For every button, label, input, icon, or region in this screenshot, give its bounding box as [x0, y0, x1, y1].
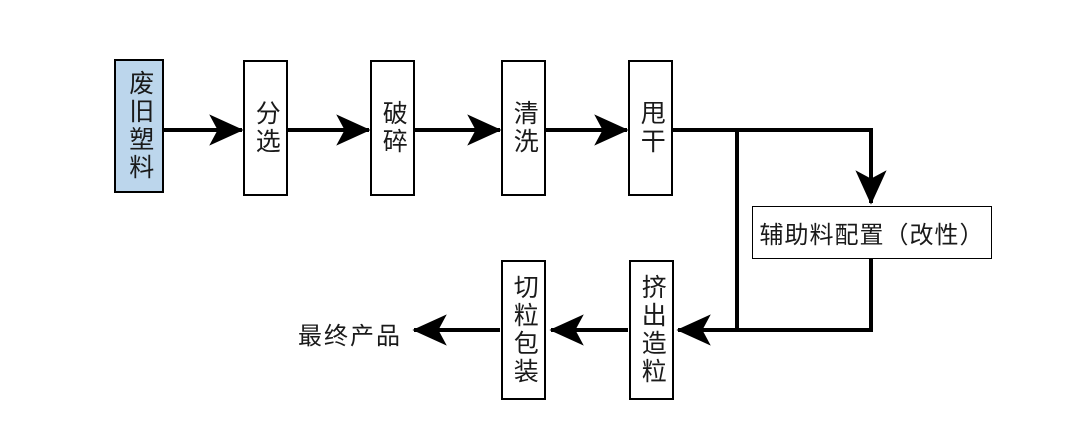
node-additive-config[interactable]: 辅助料配置（改性）: [752, 206, 992, 259]
node-pelletizing[interactable]: 切粒包装: [501, 260, 546, 400]
node-spin-drying-label: 甩干: [637, 100, 665, 156]
label-final-product: 最终产品: [298, 324, 402, 350]
node-extrusion[interactable]: 挤出造粒: [629, 260, 674, 400]
node-waste-plastic[interactable]: 废旧塑料: [114, 59, 164, 193]
node-crushing[interactable]: 破碎: [370, 60, 415, 196]
node-washing[interactable]: 清洗: [501, 60, 546, 196]
node-sorting-label: 分选: [252, 100, 280, 156]
connector-spin-drying-to-extrusion: [676, 130, 739, 346]
node-spin-drying[interactable]: 甩干: [628, 60, 673, 196]
node-additive-config-label: 辅助料配置（改性）: [759, 223, 985, 249]
node-crushing-label: 破碎: [379, 100, 407, 156]
connector-spin-drying-to-additive-config: [673, 128, 887, 205]
node-washing-label: 清洗: [510, 100, 538, 156]
node-pelletizing-label: 切粒包装: [510, 274, 538, 386]
node-extrusion-label: 挤出造粒: [638, 274, 666, 386]
connector-additive-config-to-extrusion: [737, 259, 873, 332]
node-waste-plastic-label: 废旧塑料: [125, 70, 153, 182]
node-sorting[interactable]: 分选: [243, 60, 288, 196]
